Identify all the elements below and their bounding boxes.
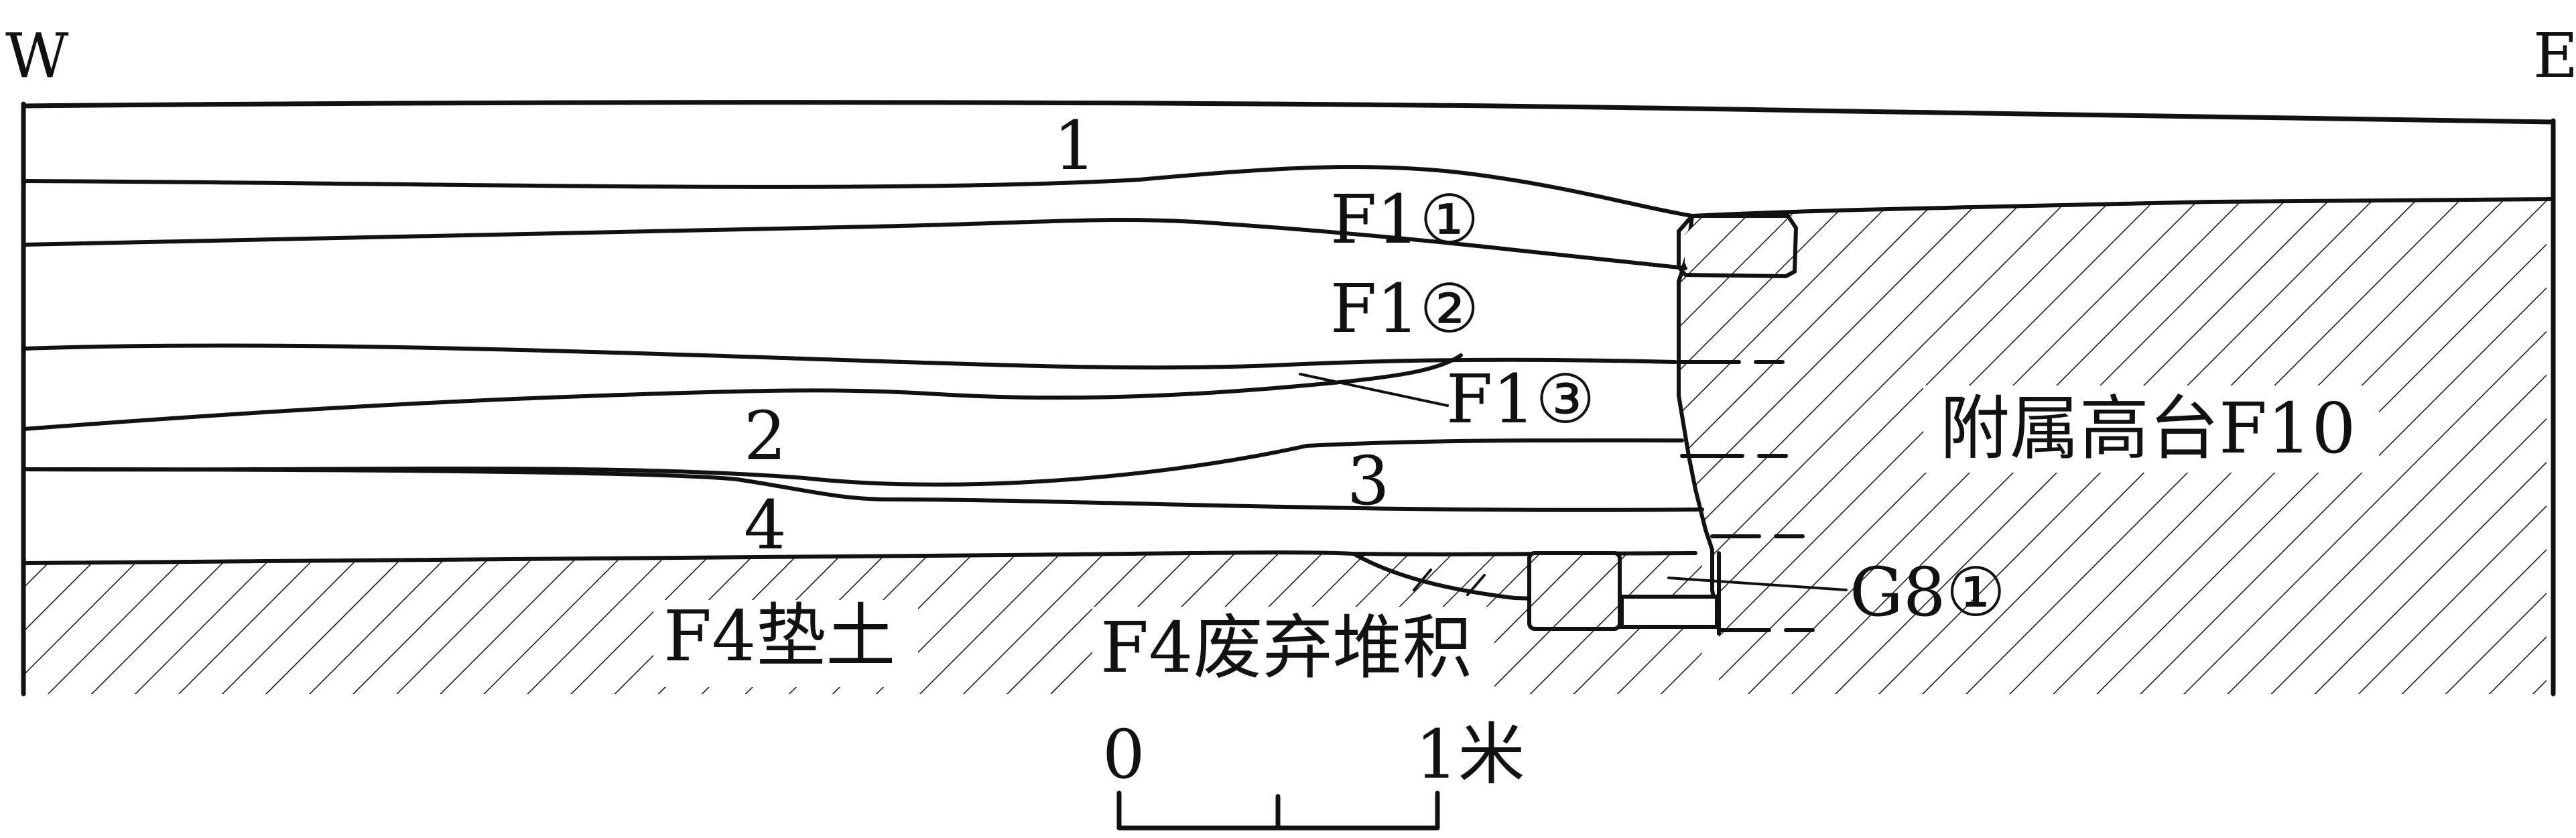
g8-stone-block bbox=[1527, 551, 1622, 631]
f1-stone-block bbox=[1677, 214, 1798, 278]
f4-abandon-label: F4废弃堆积 bbox=[1100, 607, 1472, 689]
layer-1-label: 1 bbox=[1053, 107, 1096, 185]
layer-3-label: 3 bbox=[1347, 442, 1390, 520]
g8-leader-line bbox=[1667, 577, 1848, 591]
layer-1-lower-boundary bbox=[21, 164, 2555, 218]
layer-f1-1-lower-boundary bbox=[21, 217, 1687, 270]
layer-f1-3-label: F1③ bbox=[1446, 360, 1596, 438]
f10-label: 附属高台F10 bbox=[1940, 387, 2356, 469]
east-label: E bbox=[2533, 20, 2576, 92]
scale-start-label: 0 bbox=[1102, 715, 1145, 794]
ground-surface-line bbox=[21, 100, 2556, 125]
layer-2-label: 2 bbox=[744, 397, 787, 475]
layer-2-lower-boundary bbox=[21, 438, 1684, 487]
scale-end-label: 1米 bbox=[1415, 715, 1525, 794]
layer-f1-2-lower-boundary bbox=[21, 343, 1677, 370]
scale-bar bbox=[1116, 790, 1440, 831]
f4-fill-label-backdrop bbox=[653, 600, 918, 687]
layer-f1-1-label: F1① bbox=[1330, 180, 1480, 259]
layer-f1-2-label: F1② bbox=[1330, 270, 1480, 348]
f1-3-leader-line bbox=[1299, 373, 1449, 407]
layer-4-lower-boundary bbox=[21, 550, 1697, 565]
layer-3-lower-boundary bbox=[21, 467, 1704, 512]
f4-abandon-strokes bbox=[1413, 568, 1486, 596]
f1-stone-block-hatch bbox=[1685, 221, 1789, 271]
f10-label-backdrop bbox=[1923, 385, 2379, 473]
g8-channel bbox=[1620, 595, 1719, 629]
g8-label: G8① bbox=[1850, 553, 2006, 632]
f10-dashed-projections bbox=[1677, 360, 1815, 632]
f4-abandon-boundary bbox=[1352, 552, 1537, 601]
west-label: W bbox=[5, 20, 69, 92]
f4-fill-label: F4垫土 bbox=[663, 595, 895, 677]
f4-abandon-label-backdrop bbox=[1092, 607, 1494, 694]
layer-4-label: 4 bbox=[744, 486, 787, 564]
